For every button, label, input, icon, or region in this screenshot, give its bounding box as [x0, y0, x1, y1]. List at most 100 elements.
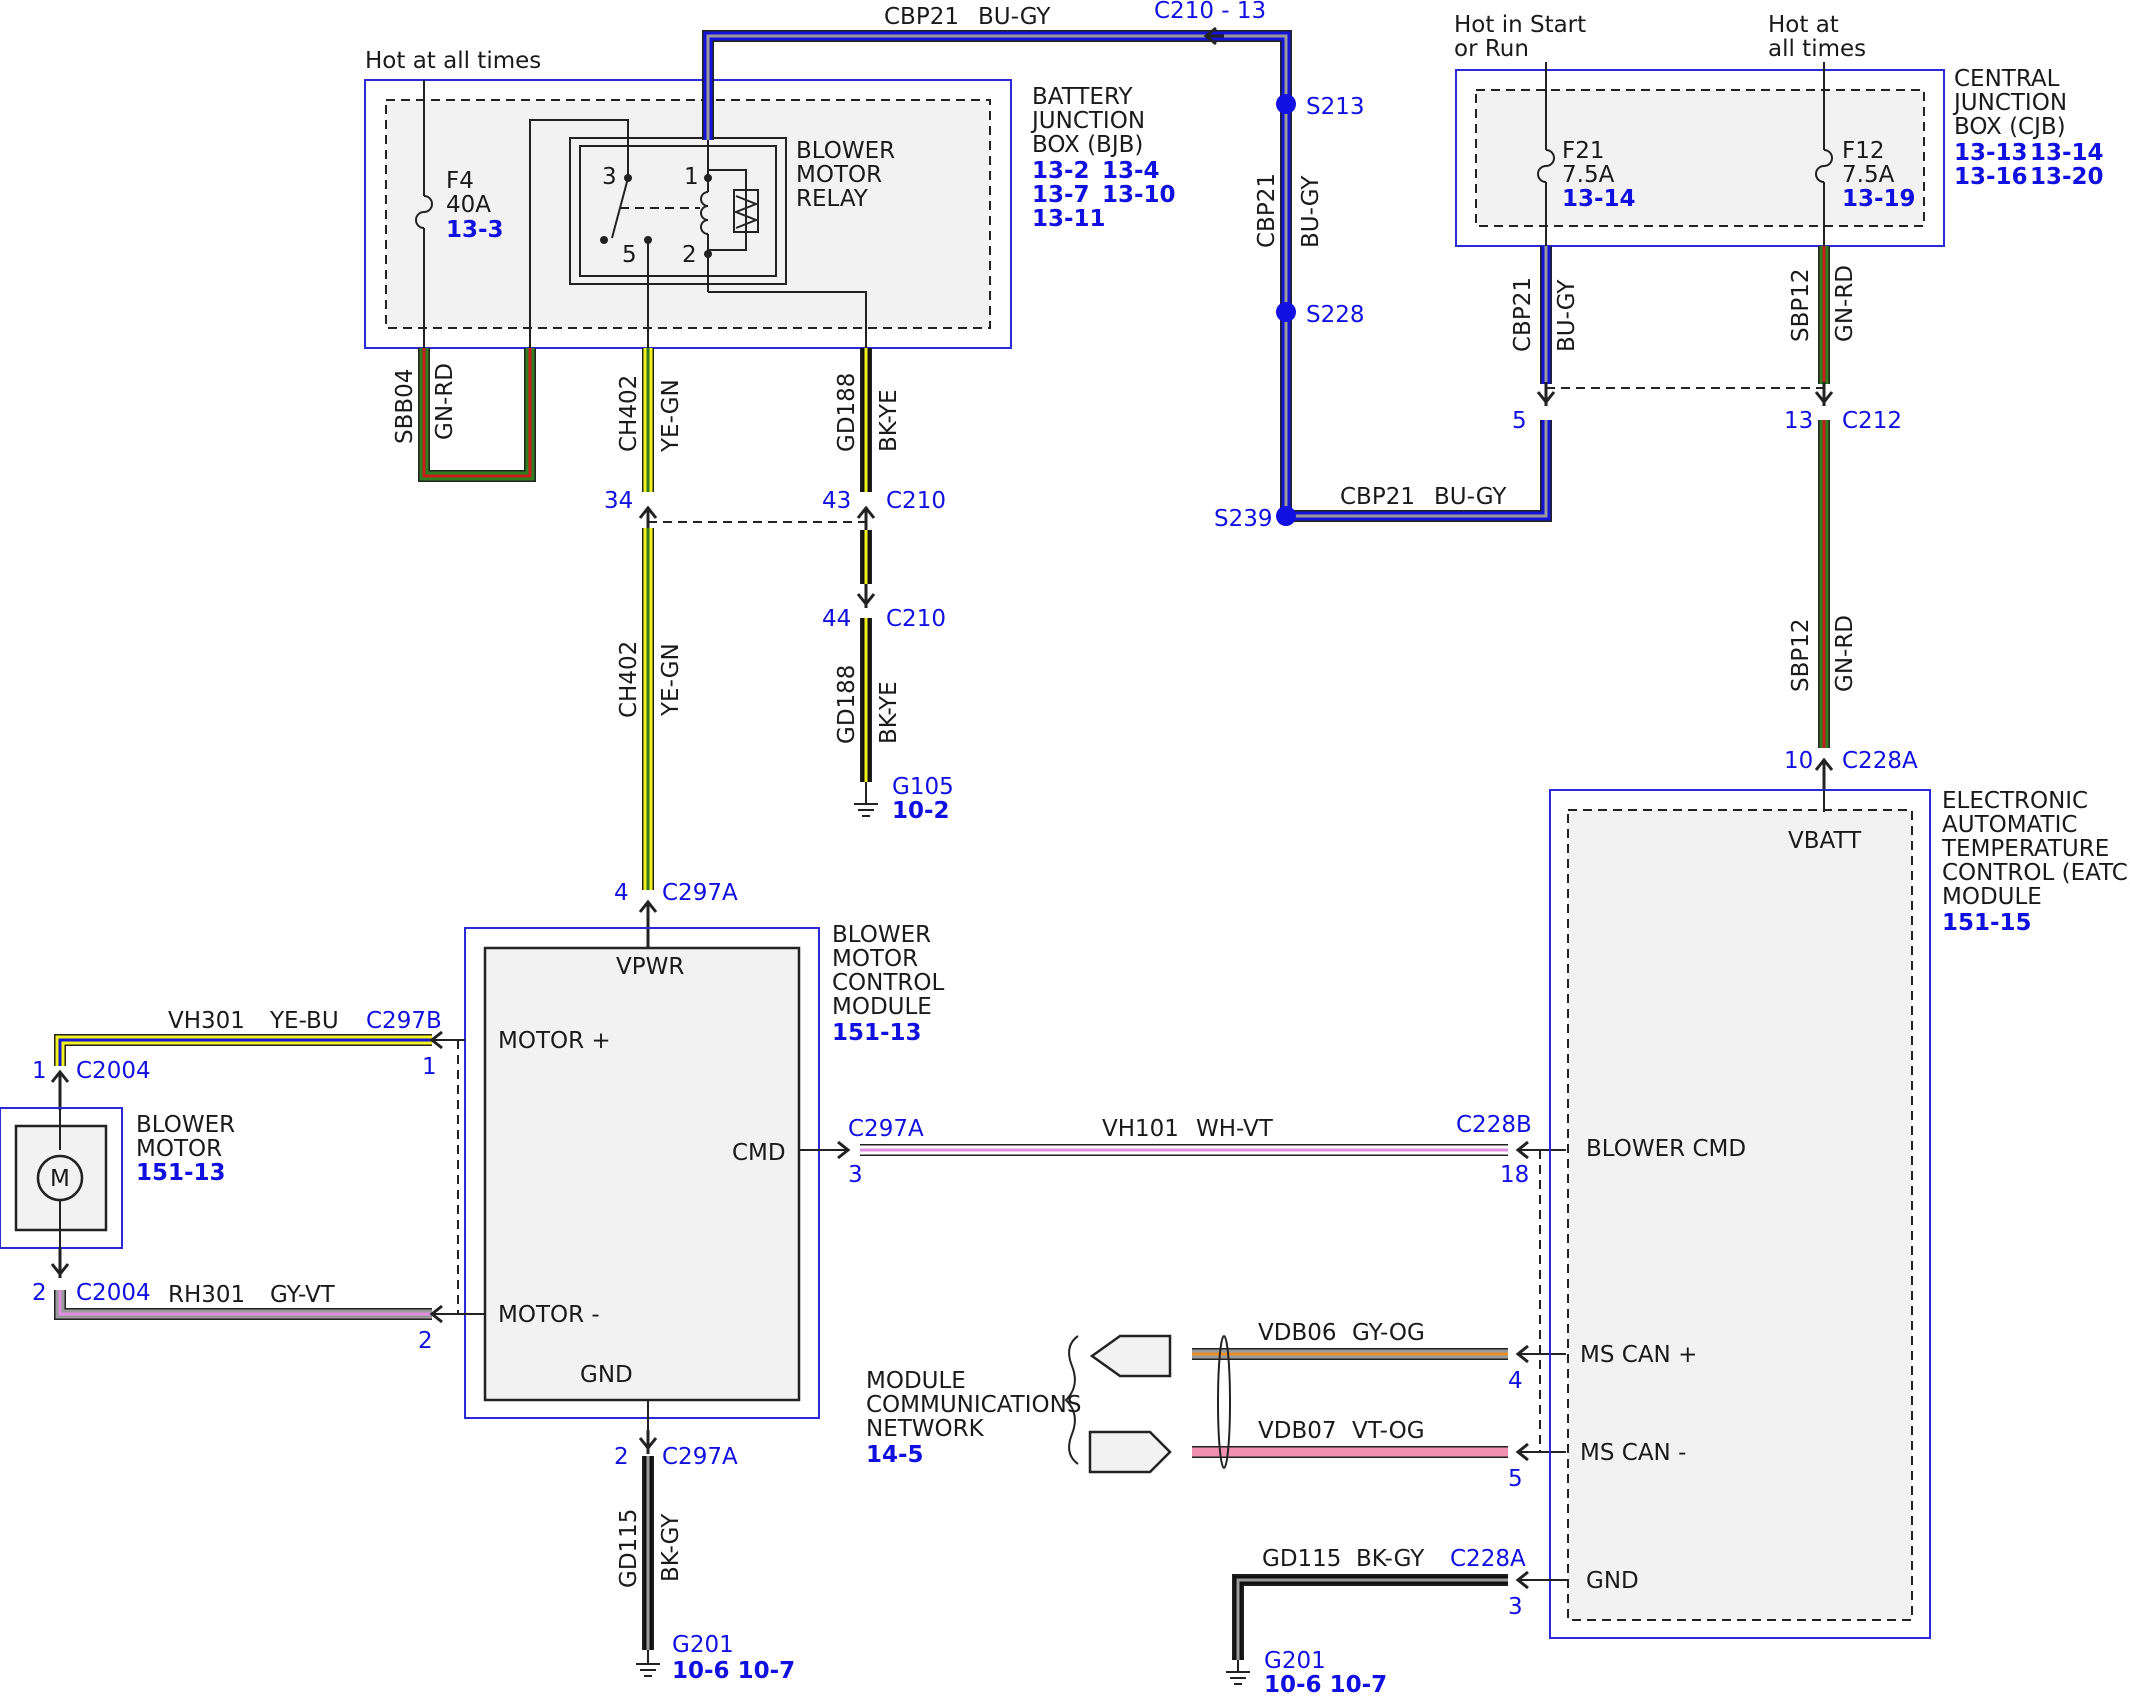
- battery-junction-box: BATTERY JUNCTION BOX (BJB) 13-2 13-4 13-…: [364, 48, 1176, 349]
- relay-outer: [569, 137, 787, 285]
- bjb-ref-5[interactable]: 13-11: [1032, 206, 1106, 232]
- cjb-output-wires: CBP21 BU-GY 5 SBP12 GN-RD 13 C212 SBP12 …: [1510, 246, 1918, 790]
- bmcm-title-2: MOTOR: [832, 946, 918, 972]
- network-ref[interactable]: 14-5: [866, 1442, 924, 1468]
- bjb-ref-2[interactable]: 13-4: [1102, 158, 1160, 184]
- gd188-lower-color: BK-YE: [876, 681, 902, 744]
- cjb-ref-2[interactable]: 13-14: [2030, 140, 2104, 166]
- connector-c210-34-pin: 34: [604, 488, 633, 514]
- eatc-pin-blower-cmd: BLOWER CMD: [1586, 1136, 1746, 1162]
- blower-motor-title-2: MOTOR: [136, 1136, 222, 1162]
- eatc-pin-vbatt: VBATT: [1788, 828, 1862, 854]
- connector-c210-13: C210 - 13: [1154, 0, 1266, 24]
- cbp21-top-circuit: CBP21: [884, 4, 959, 30]
- eatc-outline: [1549, 789, 1931, 1639]
- rh301-circuit: RH301: [168, 1282, 245, 1308]
- connector-c210-43-name: C210: [886, 488, 946, 514]
- fuse-f21-name: F21: [1562, 138, 1605, 164]
- bmcm-title-3: CONTROL: [832, 970, 945, 996]
- wire-stripe-color: [58, 1038, 432, 1066]
- fuse-f21-ref[interactable]: 13-14: [1562, 186, 1636, 212]
- eatc-title-1: ELECTRONIC: [1942, 788, 2088, 814]
- cjb-title-1: CENTRAL: [1954, 66, 2060, 92]
- relay-pin-5: 5: [622, 242, 637, 268]
- vh301-color: YE-BU: [269, 1008, 339, 1034]
- connector-c228a-3-name: C228A: [1450, 1546, 1526, 1572]
- ground-g201-right-name: G201: [1264, 1648, 1326, 1674]
- connector-c210-43-pin: 43: [822, 488, 851, 514]
- bmcm-pin-motor-minus: MOTOR -: [498, 1302, 600, 1328]
- eatc-ref[interactable]: 151-15: [1942, 910, 2032, 936]
- relay-pin-3: 3: [602, 164, 617, 190]
- cjb-ref-4[interactable]: 13-20: [2030, 164, 2104, 190]
- gd188-upper-circuit: GD188: [834, 373, 860, 452]
- bmcm-ref[interactable]: 151-13: [832, 1020, 922, 1046]
- cjb-outline: [1455, 69, 1945, 247]
- ground-g201-right-ref[interactable]: 10-6 10-7: [1264, 1672, 1387, 1696]
- cjb-ref-1[interactable]: 13-13: [1954, 140, 2028, 166]
- bmcm-pin-vpwr: VPWR: [616, 954, 684, 980]
- relay-title-2: MOTOR: [796, 162, 882, 188]
- cjb-hot-start-2: or Run: [1454, 36, 1529, 62]
- wire-stripe-color: [706, 34, 1548, 518]
- blower-motor-ref[interactable]: 151-13: [136, 1160, 226, 1186]
- bmcm-title-1: BLOWER: [832, 922, 931, 948]
- vh301-circuit: VH301: [168, 1008, 245, 1034]
- connector-c297b-pin2: 2: [418, 1328, 433, 1354]
- relay-pin-2: 2: [682, 242, 697, 268]
- vdb07-circuit: VDB07: [1258, 1418, 1337, 1444]
- ground-g201-right-symbol: [1226, 1660, 1250, 1685]
- network-brace: [1064, 1335, 1079, 1465]
- bmcm-pin-cmd: CMD: [732, 1140, 786, 1166]
- ground-g105-ref[interactable]: 10-2: [892, 798, 950, 824]
- connector-c297a-3-name: C297A: [848, 1116, 924, 1142]
- connector-c228-5-pin: 5: [1508, 1466, 1523, 1492]
- vh101-color: WH-VT: [1196, 1116, 1274, 1142]
- gd115-left-circuit: GD115: [616, 1509, 642, 1588]
- eatc-pin-gnd: GND: [1586, 1568, 1639, 1594]
- connector-c212-5-pin: 5: [1512, 408, 1527, 434]
- splice-s239: [1276, 506, 1296, 526]
- gd115-right-color: BK-GY: [1356, 1546, 1425, 1572]
- cbp21-harness: CBP21 BU-GY C210 - 13 S213 S228 S239 CBP…: [702, 0, 1552, 532]
- splice-s228: [1276, 302, 1296, 322]
- bjb-hot-label: Hot at all times: [365, 48, 541, 74]
- bjb-ref-1[interactable]: 13-2: [1032, 158, 1090, 184]
- bjb-ref-4[interactable]: 13-10: [1102, 182, 1176, 208]
- blower-motor-relay: BLOWER MOTOR RELAY 3 1 5 2: [529, 119, 895, 348]
- connector-c212-13-pin: 13: [1784, 408, 1813, 434]
- eatc-title-5: MODULE: [1942, 884, 2042, 910]
- connector-c228-4-pin: 4: [1508, 1368, 1523, 1394]
- connector-c210-44-pin: 44: [822, 606, 851, 632]
- fuse-f4-ref[interactable]: 13-3: [446, 217, 504, 243]
- blower-cmd-circuit: C297A 3 VH101 WH-VT C228B 18: [799, 1112, 1566, 1452]
- cjb-title-3: BOX (CJB): [1954, 114, 2066, 140]
- connector-c2004-1-pin: 1: [32, 1058, 47, 1084]
- network-title-3: NETWORK: [866, 1416, 985, 1442]
- central-junction-box: CENTRAL JUNCTION BOX (CJB) 13-13 13-14 1…: [1454, 12, 2104, 247]
- fuse-f21-rating: 7.5A: [1562, 162, 1615, 188]
- connector-c228a-10-pin: 10: [1784, 748, 1813, 774]
- blower-motor-control-module: BLOWER MOTOR CONTROL MODULE 151-13 VPWR …: [464, 922, 945, 1419]
- cjb-hot-start-1: Hot in Start: [1454, 12, 1586, 38]
- bmcm-body: [483, 946, 801, 1402]
- connector-c2004-1-name: C2004: [76, 1058, 151, 1084]
- eatc-title-3: TEMPERATURE: [1941, 836, 2109, 862]
- ground-g201-left-ref[interactable]: 10-6 10-7: [672, 1658, 795, 1684]
- splice-s213-label: S213: [1306, 94, 1365, 120]
- ch402-upper-circuit: CH402: [616, 375, 642, 452]
- bmcm-title-4: MODULE: [832, 994, 932, 1020]
- fuse-f4-name: F4: [446, 168, 474, 194]
- fuse-f12-ref[interactable]: 13-19: [1842, 186, 1916, 212]
- splice-s228-label: S228: [1306, 302, 1365, 328]
- vdb06-circuit: VDB06: [1258, 1320, 1337, 1346]
- bjb-ref-3[interactable]: 13-7: [1032, 182, 1090, 208]
- cjb-ref-3[interactable]: 13-16: [1954, 164, 2028, 190]
- cbp21-top-color: BU-GY: [978, 4, 1051, 30]
- bjb-title-1: BATTERY: [1032, 84, 1133, 110]
- relay-title-3: RELAY: [796, 186, 869, 212]
- bmcm-pin-motor-plus: MOTOR +: [498, 1028, 611, 1054]
- network-title-1: MODULE: [866, 1368, 966, 1394]
- can-minus-terminal: [1088, 1430, 1172, 1474]
